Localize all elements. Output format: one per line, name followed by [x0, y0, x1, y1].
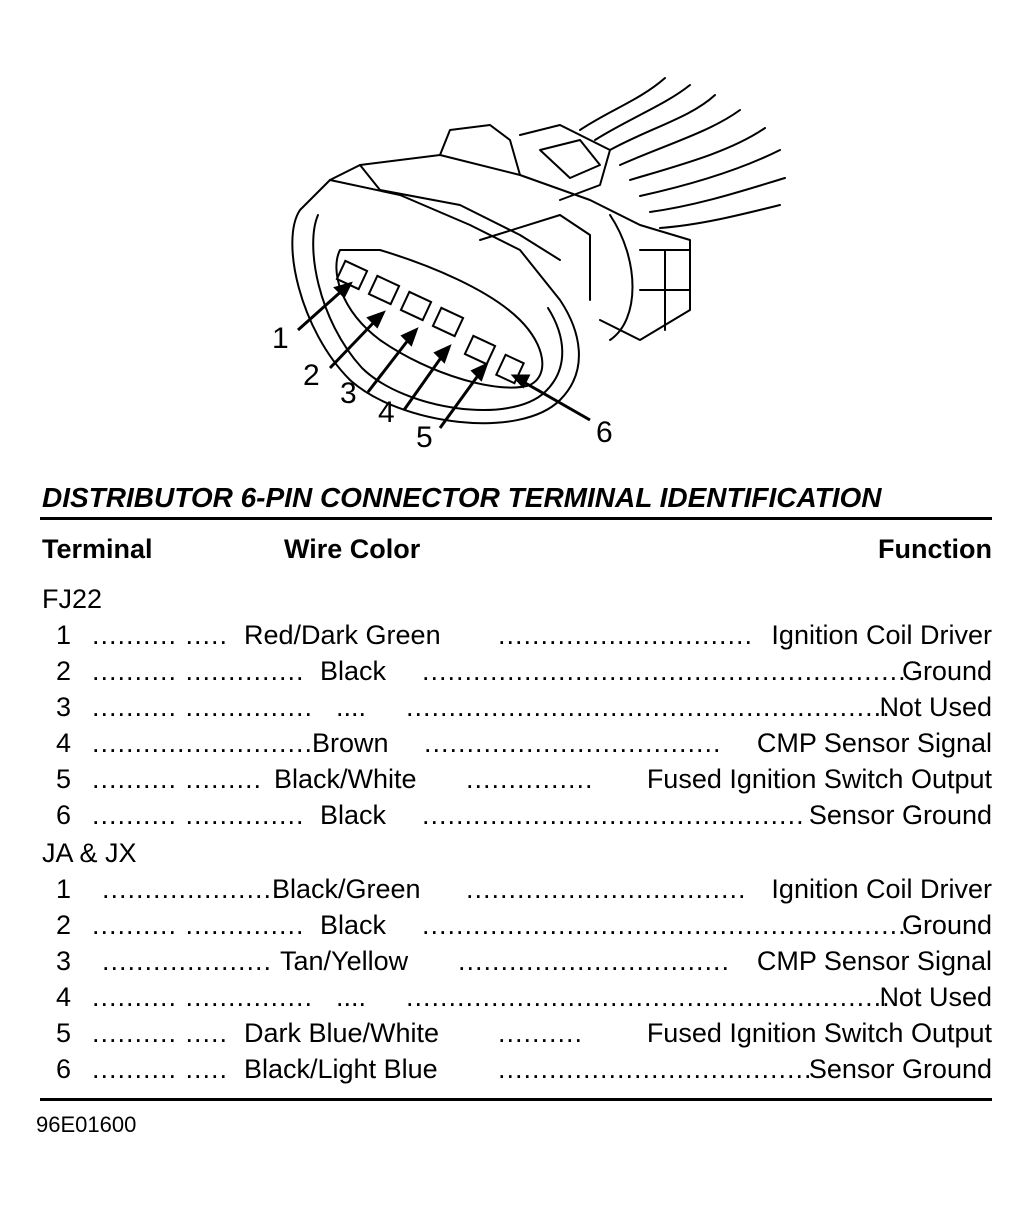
group-label-fj22: FJ22: [42, 584, 103, 614]
pin-cavity-3: [399, 290, 433, 322]
pin-cavity-4: [431, 306, 465, 338]
wire-color: Tan/Yellow: [280, 946, 409, 976]
table-row: 4 .......... ............... .... ......…: [56, 982, 992, 1012]
wire-color: ....: [336, 982, 367, 1012]
table-row: 6 .......... ..... Black/Light Blue ....…: [56, 1054, 992, 1084]
table-row: 1 .......... ..... Red/Dark Green ......…: [56, 620, 992, 650]
pin-callout-5: 5: [416, 421, 433, 454]
terminal-number: 6: [56, 800, 72, 830]
terminal-number: 3: [56, 946, 72, 976]
wire-color: Black/White: [274, 764, 417, 794]
function: CMP Sensor Signal: [756, 728, 992, 758]
terminal-number: 2: [56, 656, 72, 686]
header-wire-color: Wire Color: [284, 534, 421, 564]
pin-cavity-2: [367, 274, 401, 306]
pin-callout-6: 6: [596, 416, 613, 449]
terminal-number: 5: [56, 1018, 72, 1048]
table-row: 2 .......... .............. Black ......…: [56, 656, 992, 686]
table-row: 4 .......................... Brown .....…: [56, 728, 992, 758]
function: Ground: [901, 910, 992, 940]
table-row: 1 ..................... Black/Green ....…: [56, 874, 992, 904]
wire-color: Black: [320, 656, 387, 686]
function: Not Used: [879, 982, 992, 1012]
function: Fused Ignition Switch Output: [646, 764, 992, 794]
wire-color: Black: [320, 800, 387, 830]
function: Sensor Ground: [808, 1054, 992, 1084]
connector-shell: [291, 179, 580, 425]
function: Ignition Coil Driver: [771, 874, 992, 904]
table-row: 5 .......... ..... Dark Blue/White .....…: [56, 1018, 992, 1048]
wire-color: Black: [320, 910, 387, 940]
function: Sensor Ground: [808, 800, 992, 830]
wire-color: ....: [336, 692, 367, 722]
table-title: DISTRIBUTOR 6-PIN CONNECTOR TERMINAL IDE…: [42, 482, 882, 513]
pin-callout-4: 4: [378, 396, 395, 429]
terminal-number: 1: [56, 874, 72, 904]
wire-color: Black/Green: [272, 874, 421, 904]
table-row: 3 .......... ............... .... ......…: [56, 692, 992, 722]
group-label-ja-jx: JA & JX: [42, 838, 137, 868]
figure-id: 96E01600: [36, 1112, 137, 1137]
pin-callout-1: 1: [272, 322, 289, 355]
table-row: 3 .................... Tan/Yellow ......…: [56, 946, 992, 976]
pin-callout-2: 2: [303, 359, 320, 392]
table-row: 5 .......... ......... Black/White .....…: [56, 764, 992, 794]
title-rule: [40, 517, 992, 520]
pin-cavity-6: [494, 353, 526, 385]
wire-color: Red/Dark Green: [244, 620, 441, 650]
function: Ignition Coil Driver: [771, 620, 992, 650]
wire-color: Brown: [312, 728, 389, 758]
wire-color: Black/Light Blue: [244, 1054, 438, 1084]
terminal-number: 1: [56, 620, 72, 650]
function: Ground: [901, 656, 992, 686]
connector-diagram: 1 2 3 4 5 6: [272, 77, 786, 454]
terminal-number: 4: [56, 982, 72, 1012]
terminal-number: 2: [56, 910, 72, 940]
header-terminal: Terminal: [42, 534, 153, 564]
terminal-number: 3: [56, 692, 72, 722]
terminal-number: 5: [56, 764, 72, 794]
function: Fused Ignition Switch Output: [646, 1018, 992, 1048]
bottom-rule: [40, 1098, 992, 1101]
terminal-number: 6: [56, 1054, 72, 1084]
header-function: Function: [878, 534, 992, 564]
terminal-number: 4: [56, 728, 72, 758]
pin-callout-3: 3: [340, 377, 357, 410]
wire-bundle: [579, 77, 786, 229]
table-row: 2 .......... .............. Black ......…: [56, 910, 992, 940]
function: CMP Sensor Signal: [756, 946, 992, 976]
wire-color: Dark Blue/White: [244, 1018, 440, 1048]
table-row: 6 .......... .............. Black ......…: [56, 800, 992, 830]
function: Not Used: [879, 692, 992, 722]
pin-cavity-5: [463, 334, 497, 366]
